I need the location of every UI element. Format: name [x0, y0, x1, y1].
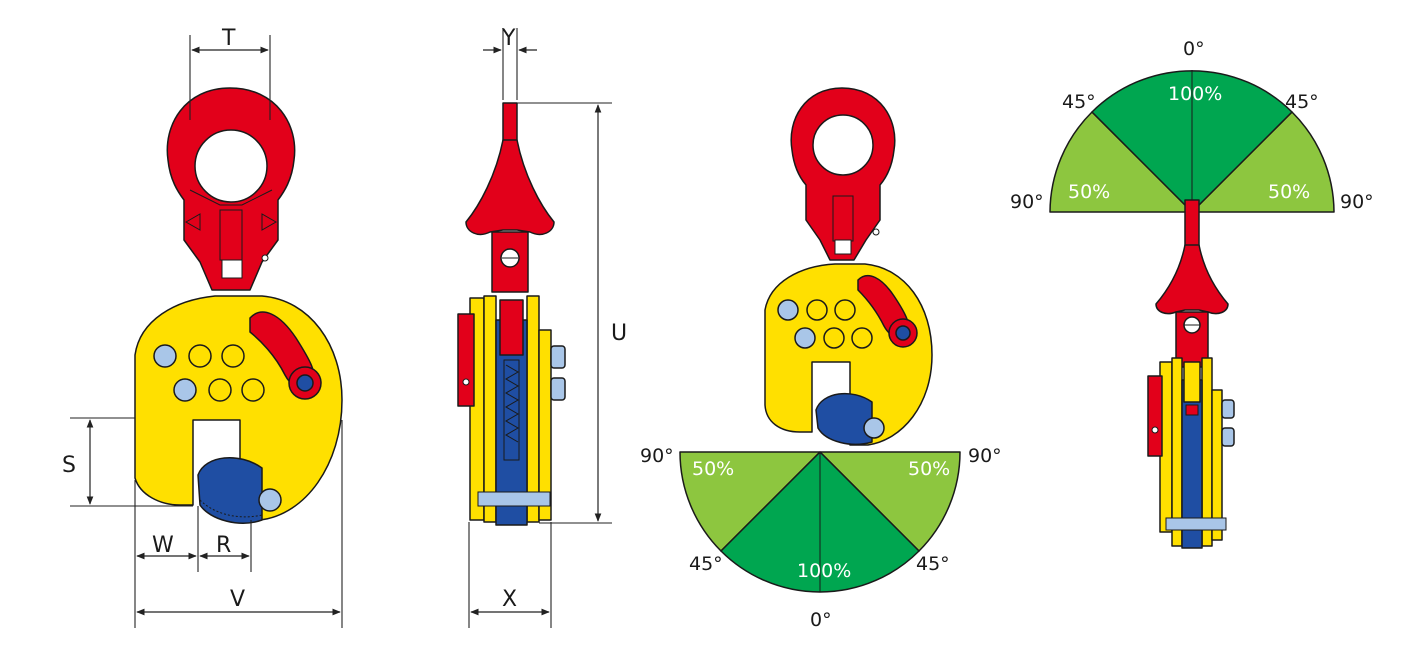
- angle-label-45-left: 45°: [689, 553, 723, 575]
- capacity-pct-left: 50%: [692, 458, 734, 480]
- pin-hole-large: [153, 344, 177, 368]
- dim-label-y: Y: [501, 26, 516, 51]
- angle-label-0: 0°: [1183, 38, 1205, 60]
- dim-label-s: S: [62, 453, 76, 478]
- angle-label-90-right: 90°: [968, 445, 1002, 467]
- capacity-chart-top: 0° 45° 45° 90° 90° 100% 50% 50%: [1010, 38, 1374, 213]
- angle-label-45-right: 45°: [1285, 91, 1319, 113]
- side-view-clamp-small: [1147, 199, 1235, 549]
- angle-label-45-right: 45°: [916, 553, 950, 575]
- capacity-pct-right: 50%: [908, 458, 950, 480]
- capacity-pct-left: 50%: [1068, 181, 1110, 203]
- capacity-pct-center: 100%: [797, 560, 851, 582]
- pin-hole-large: [173, 378, 197, 402]
- shackle-side-flare: [465, 139, 555, 236]
- angle-label-90-left: 90°: [640, 445, 674, 467]
- dim-label-r: R: [216, 533, 231, 558]
- gripping-cam: [197, 457, 263, 524]
- dim-label-v: V: [230, 587, 245, 612]
- dim-label-u: U: [611, 321, 627, 346]
- dim-label-t: T: [221, 26, 236, 51]
- angle-label-90-left: 90°: [1010, 191, 1044, 213]
- side-view-clamp: Y U X: [457, 26, 627, 628]
- lever-side: [457, 313, 475, 407]
- capacity-pct-center: 100%: [1168, 83, 1222, 105]
- capacity-pct-right: 50%: [1268, 181, 1310, 203]
- front-view-clamp: T S W R V: [62, 26, 343, 628]
- front-view-clamp-small: [764, 87, 933, 446]
- dim-label-x: X: [502, 587, 517, 612]
- dim-label-w: W: [152, 533, 174, 558]
- shackle-hole: [194, 129, 268, 203]
- angle-label-0: 0°: [810, 609, 832, 631]
- sector-left-50: [679, 451, 821, 552]
- sector-right-50: [819, 451, 961, 552]
- angle-label-45-left: 45°: [1062, 91, 1096, 113]
- capacity-chart-bottom: 90° 90° 45° 45° 0° 50% 50% 100%: [640, 445, 1002, 631]
- sector-right-50: [1191, 111, 1335, 213]
- sector-left-50: [1049, 111, 1193, 213]
- angle-label-90-right: 90°: [1340, 191, 1374, 213]
